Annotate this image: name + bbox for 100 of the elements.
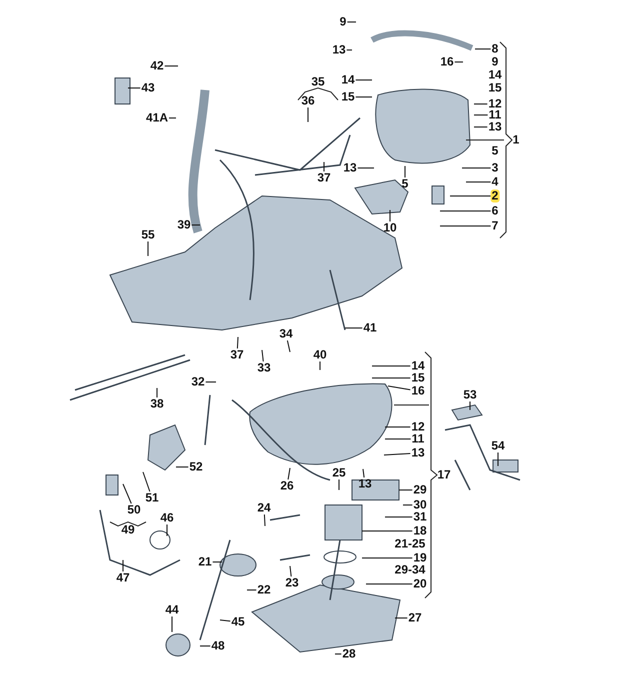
callout-number: 50	[126, 504, 142, 516]
callout-number: 13	[331, 44, 347, 56]
callout-number: 21	[197, 556, 213, 568]
callout-number: 39	[176, 218, 192, 232]
leader-line	[236, 336, 238, 349]
callout-number: 11	[488, 108, 502, 122]
leader-line	[355, 96, 372, 98]
callout-number: 48	[210, 640, 226, 652]
leader-line	[191, 224, 200, 226]
callout-number: 6	[490, 204, 500, 218]
callout-number: 14	[487, 68, 503, 82]
callout-number: 30	[412, 498, 428, 512]
callout-number: 10	[382, 222, 398, 234]
callout-number: 53	[462, 388, 478, 402]
leader-line	[384, 438, 412, 440]
leader-line	[176, 466, 189, 468]
callout-number: 32	[190, 376, 206, 388]
leader-line	[362, 468, 365, 478]
callout-number: 42	[149, 60, 165, 72]
highlighted-callout-number: 2	[490, 190, 500, 202]
callout-number: 14	[340, 74, 356, 86]
callout-number: 24	[256, 502, 272, 514]
callout-number: 15	[487, 82, 503, 94]
callout-number: 12	[487, 98, 503, 110]
callout-number: 20	[412, 578, 428, 590]
leader-line	[166, 524, 168, 536]
callout-number: 38	[149, 398, 165, 410]
callout-number: 47	[115, 572, 131, 584]
callout-number: 5	[490, 144, 500, 158]
callout-number: 54	[490, 440, 506, 452]
callout-number: 9	[490, 56, 500, 68]
callout-range: 21-25	[394, 538, 426, 550]
leader-line	[474, 114, 488, 116]
leader-line	[262, 350, 264, 362]
callout-number: 12	[410, 420, 426, 434]
callout-number: 3	[490, 162, 500, 174]
callout-number: 36	[300, 94, 316, 108]
leader-line	[338, 479, 340, 490]
callout-number: 22	[256, 584, 272, 596]
callout-number: 45	[230, 616, 246, 628]
callout-number: 51	[144, 492, 160, 504]
callout-number: 15	[410, 372, 426, 384]
callout-number: 26	[279, 480, 295, 492]
callout-number: 41	[362, 322, 378, 334]
leader-line	[142, 472, 150, 492]
callout-number: 55	[140, 228, 156, 242]
leader-line	[404, 166, 406, 178]
leader-line	[122, 484, 132, 504]
callout-number: 37	[316, 172, 332, 184]
leader-line	[286, 340, 290, 352]
callout-number: 17	[436, 468, 452, 482]
callout-number: 9	[338, 16, 348, 28]
callout-number: 34	[278, 328, 294, 340]
callout-number: 8	[490, 42, 500, 56]
callout-number: 35	[310, 76, 326, 88]
callout-number: 28	[341, 648, 357, 660]
leader-line	[220, 620, 231, 622]
callout-number: 13	[410, 446, 426, 460]
leader-line	[290, 566, 292, 577]
callout-number: 37	[229, 348, 245, 362]
callout-number: 19	[412, 552, 428, 564]
leader-line	[288, 468, 290, 480]
callout-number: 27	[407, 612, 423, 624]
callout-number: 44	[164, 604, 180, 616]
leader-line	[474, 48, 492, 50]
callout-number: 7	[490, 220, 500, 232]
callout-number: 49	[120, 524, 136, 536]
callout-number: 40	[312, 348, 328, 362]
callout-number: 41A	[145, 112, 169, 124]
leader-line	[440, 210, 492, 212]
callout-number: 4	[490, 176, 500, 188]
leader-line	[384, 516, 413, 518]
leader-line	[402, 504, 413, 506]
callout-number: 1	[512, 134, 520, 146]
callout-number: 29	[412, 484, 428, 496]
callout-number: 52	[188, 460, 204, 474]
callout-number: 31	[412, 510, 428, 524]
callout-number: 13	[342, 162, 358, 174]
callout-range: 29-34	[394, 564, 426, 576]
leader-line	[384, 426, 411, 428]
callout-number: 43	[140, 82, 156, 94]
leader-line	[122, 560, 124, 572]
callout-number: 15	[340, 90, 356, 104]
callout-number: 11	[410, 432, 426, 446]
leader-line	[388, 386, 411, 390]
callout-number: 14	[410, 360, 426, 372]
callout-number: 46	[159, 512, 175, 524]
leader-line	[362, 530, 413, 532]
callout-number: 13	[487, 120, 503, 134]
callout-number: 23	[284, 576, 300, 590]
callout-number: 16	[439, 56, 455, 68]
leader-line	[156, 388, 158, 398]
callout-number: 33	[256, 362, 272, 374]
callout-number: 16	[410, 384, 426, 398]
leader-line	[384, 453, 411, 456]
callout-number: 25	[331, 466, 347, 480]
callout-number: 5	[400, 178, 410, 190]
callout-number: 18	[412, 524, 428, 538]
leader-line	[264, 514, 266, 526]
leader-line	[474, 126, 488, 128]
